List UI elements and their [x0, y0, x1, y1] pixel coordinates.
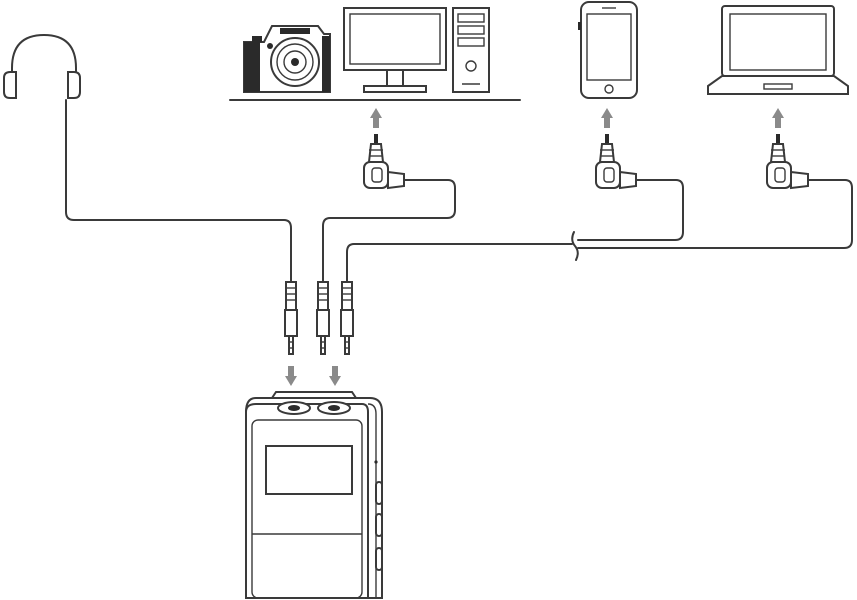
cable-break-symbol: [571, 231, 579, 261]
wireless-receiver-icon: [245, 391, 383, 599]
right-angle-connector-phone-icon: [595, 134, 637, 190]
arrow-up-laptop-icon: [772, 108, 784, 128]
right-angle-connector-laptop-icon: [766, 134, 809, 190]
arrow-down-output-icon: [329, 366, 341, 386]
smartphone-icon: [578, 1, 638, 99]
desktop-computer-icon: [343, 7, 490, 93]
laptop-icon: [707, 5, 849, 95]
arrow-up-phone-icon: [601, 108, 613, 128]
phone-cable: [577, 179, 684, 241]
headphone-cable: [65, 99, 292, 283]
upload-arrows: [370, 108, 784, 128]
plug-output-1-icon: [316, 281, 330, 355]
laptop-cable: [577, 179, 853, 249]
camera-icon: [243, 25, 331, 93]
right-angle-connector-camera-icon: [363, 134, 405, 190]
headphones-icon: [3, 34, 81, 99]
arrow-up-computer-icon: [370, 108, 382, 128]
shared-cable: [346, 243, 573, 283]
camera-cable: [322, 179, 456, 283]
arrow-down-headphone-icon: [285, 366, 297, 386]
plug-output-2-icon: [340, 281, 354, 355]
cables: [65, 99, 853, 283]
plug-headphone-icon: [284, 281, 298, 355]
